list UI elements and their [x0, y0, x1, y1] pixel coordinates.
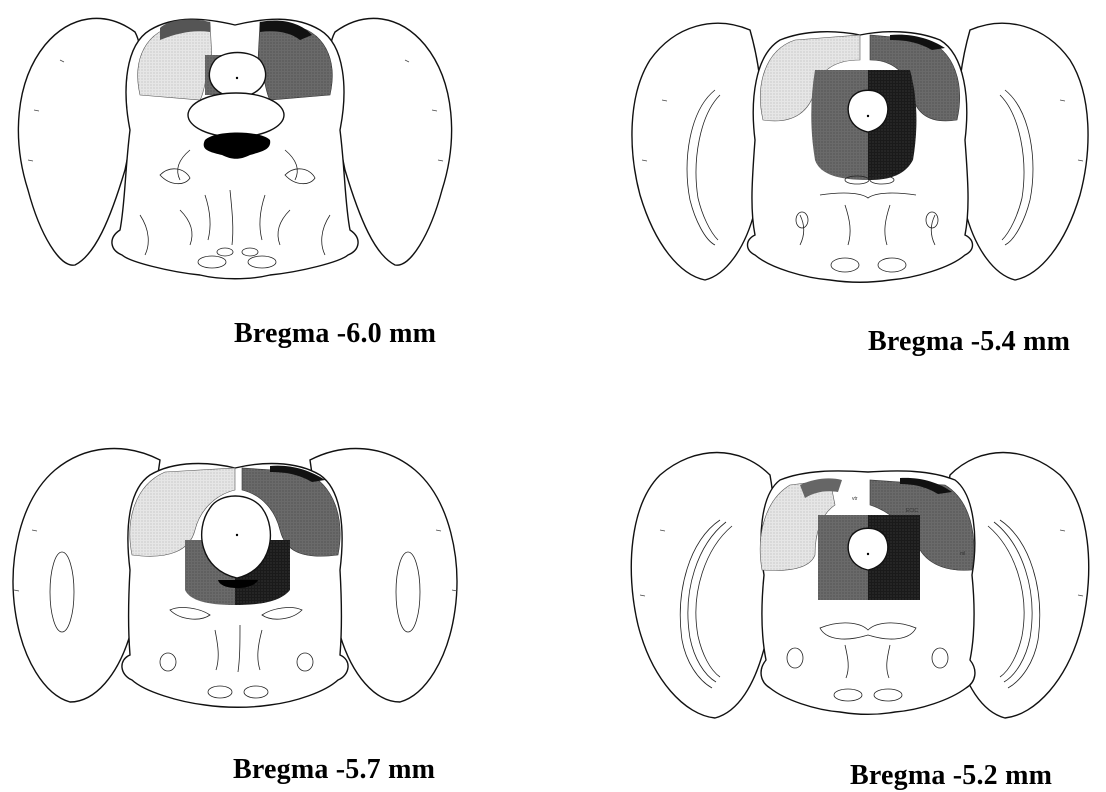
panel-bregma-5-4: Bregma -5.4 mm	[620, 0, 1106, 370]
svg-text:ECIC: ECIC	[906, 508, 918, 514]
panel-bregma-5-2: vtr ECIC ml Bregma -5.2 mm	[620, 430, 1106, 790]
caption-bregma-5-7: Bregma -5.7 mm	[233, 754, 435, 786]
svg-text:ml: ml	[960, 551, 965, 557]
caption-bregma-5-2: Bregma -5.2 mm	[850, 760, 1052, 792]
caption-bregma-5-4: Bregma -5.4 mm	[868, 326, 1070, 358]
brain-section-diagram	[620, 0, 1106, 370]
aqueduct	[848, 90, 888, 132]
brain-section-diagram	[0, 0, 480, 300]
brain-section-diagram	[0, 430, 480, 730]
caption-bregma-6-0: Bregma -6.0 mm	[234, 318, 436, 350]
central-ellipse	[188, 93, 284, 137]
left-hemisphere	[631, 453, 774, 719]
svg-text:vtr: vtr	[852, 496, 858, 502]
panel-bregma-6-0: Bregma -6.0 mm	[0, 0, 480, 300]
panel-bregma-5-7: Bregma -5.7 mm	[0, 430, 480, 790]
aqueduct	[209, 53, 265, 99]
brain-section-diagram: vtr ECIC ml	[620, 430, 1106, 730]
aqueduct	[848, 528, 888, 570]
